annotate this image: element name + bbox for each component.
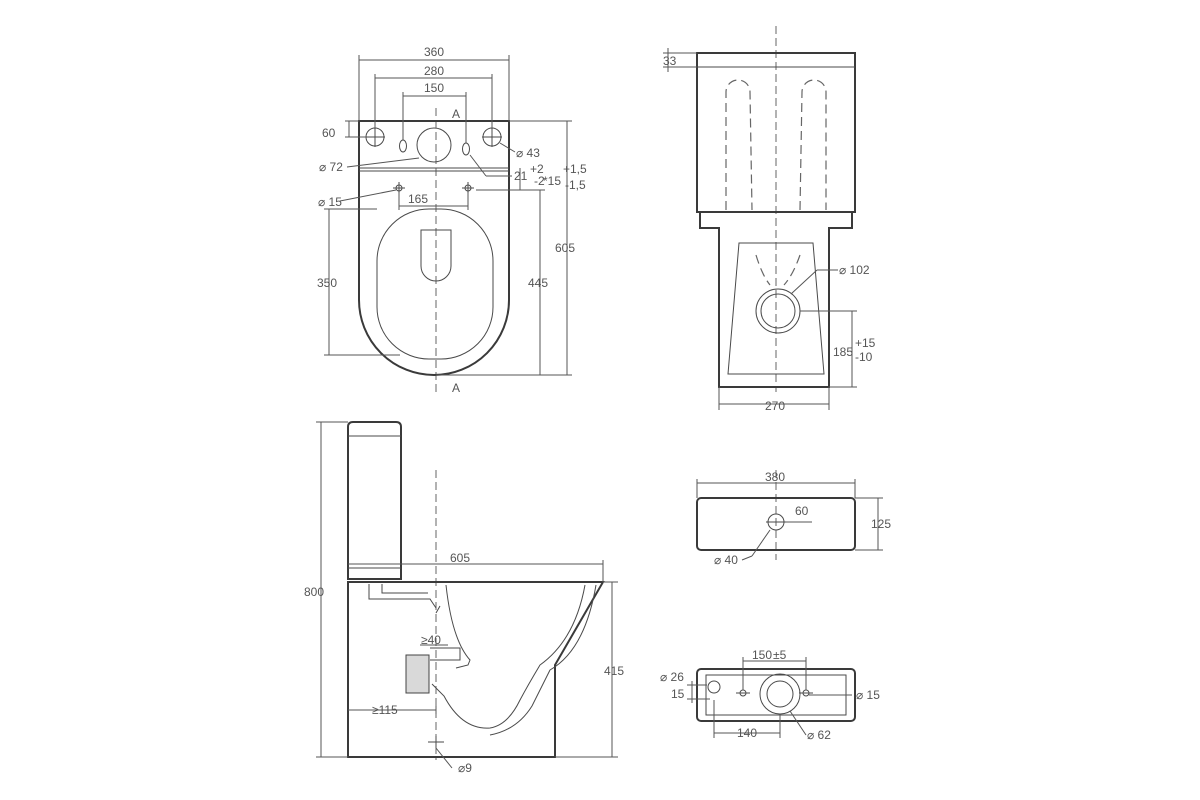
dim-140: 140 — [737, 726, 757, 740]
section-mark-bottom: A — [452, 381, 460, 395]
dim-dia-40: ⌀ 40 — [714, 553, 738, 567]
dim-280: 280 — [424, 64, 444, 78]
dim-dia-43: ⌀ 43 — [516, 146, 540, 160]
dim-150: 150 — [424, 81, 444, 95]
dim-60-tank: 60 — [795, 504, 809, 518]
dim-360: 360 — [424, 45, 444, 59]
tank-bottom-view: 150 ±5 ⌀ 26 15 ⌀ 15 140 ⌀ 62 — [660, 648, 880, 742]
tank-front-view: 380 60 125 ⌀ 40 — [696, 470, 891, 567]
dim-plus-2: +2 — [530, 162, 544, 176]
floor-flange — [405, 654, 430, 694]
dim-dia-102: ⌀ 102 — [839, 263, 870, 277]
dim-x15: *15 — [543, 174, 561, 188]
dim-33: 33 — [663, 54, 677, 68]
dim-165: 165 — [408, 192, 428, 206]
dim-ge-40: ≥40 — [421, 633, 441, 647]
dim-125: 125 — [871, 517, 891, 531]
side-view: 605 800 415 ≥40 ≥115 ⌀9 — [304, 421, 624, 775]
dim-dia-72: ⌀ 72 — [319, 160, 343, 174]
dim-plus-15: +15 — [855, 336, 876, 350]
dim-dia-9: ⌀9 — [458, 761, 472, 775]
dim-605-side: 605 — [450, 551, 470, 565]
dim-minus-10: -10 — [855, 350, 873, 364]
dim-21: 21 — [514, 169, 528, 183]
dim-605: 605 — [555, 241, 575, 255]
dim-dia-62: ⌀ 62 — [807, 728, 831, 742]
dim-minus-1-5: -1,5 — [565, 178, 586, 192]
dim-minus-2: -2 — [534, 174, 545, 188]
dim-380: 380 — [765, 470, 785, 484]
dim-dia-26: ⌀ 26 — [660, 670, 684, 684]
dim-dia-15: ⌀ 15 — [318, 195, 342, 209]
top-view: 360 280 150 A A 60 ⌀ 72 ⌀ 43 21 +2 -2 *1… — [317, 45, 587, 395]
dim-pm-5: ±5 — [773, 648, 787, 662]
front-view: 33 ⌀ 102 185 +15 -10 270 — [663, 26, 876, 413]
section-mark-top: A — [452, 107, 460, 121]
dim-445: 445 — [528, 276, 548, 290]
dim-270: 270 — [765, 399, 785, 413]
dim-ge-115: ≥115 — [372, 703, 398, 717]
dim-150-pm: 150 — [752, 648, 772, 662]
dim-15-left: 15 — [671, 687, 685, 701]
dim-185: 185 — [833, 345, 853, 359]
dim-dia-15-right: ⌀ 15 — [856, 688, 880, 702]
dim-60: 60 — [322, 126, 336, 140]
dim-plus-1-5: +1,5 — [563, 162, 587, 176]
dim-800: 800 — [304, 585, 324, 599]
dim-350: 350 — [317, 276, 337, 290]
dim-415: 415 — [604, 664, 624, 678]
